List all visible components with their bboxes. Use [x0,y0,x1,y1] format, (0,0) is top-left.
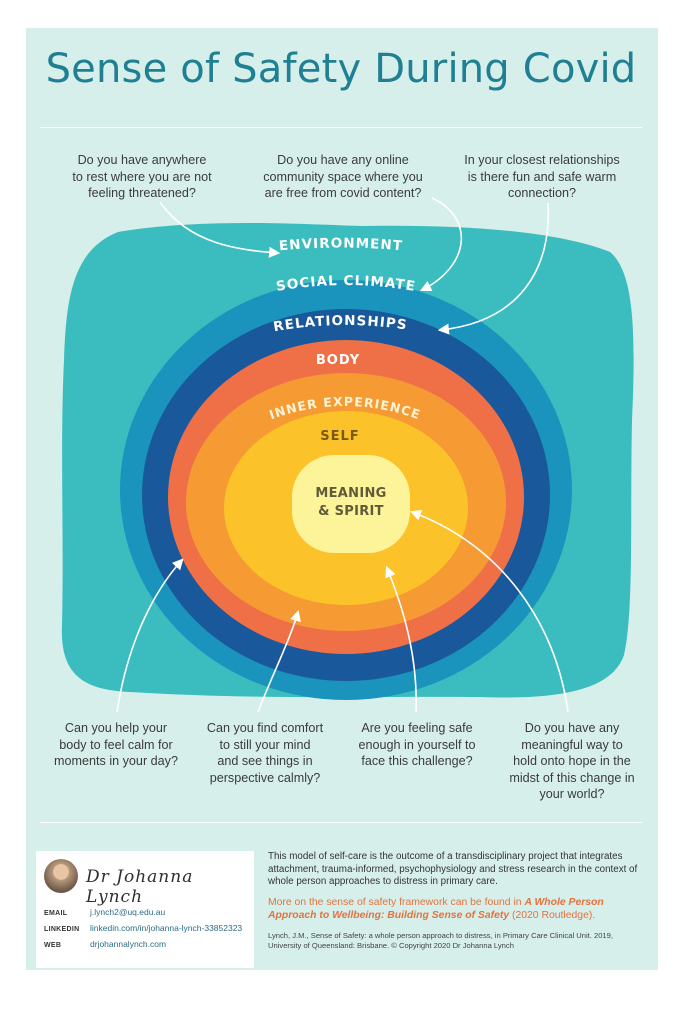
layer-meaning-spirit [292,455,410,553]
email-row: EMAIL j.lynch2@uq.edu.au [44,907,165,917]
linkedin-row: LINKEDIN linkedin.com/in/johanna-lynch-33… [44,923,242,933]
author-signature: Dr Johanna Lynch [86,867,194,907]
label-environment: ENVIRONMENT [278,235,403,254]
top-divider [40,127,642,128]
arrow-body [116,558,184,713]
label-body: BODY [316,353,360,368]
web-link[interactable]: drjohannalynch.com [90,939,167,949]
email-label: EMAIL [44,910,68,917]
label-spirit: & SPIRIT [318,504,384,519]
arrow-relationships [437,202,550,335]
page-title: Sense of Safety During Covid [45,46,637,92]
arrow-inner-experience [257,609,301,713]
arrow-environment [159,201,281,258]
more-info: More on the sense of safety framework ca… [268,897,604,921]
arrow-self [385,565,417,713]
label-meaning: MEANING [315,486,386,501]
arrow-social-climate [419,197,463,292]
author-card: Dr Johanna Lynch EMAIL j.lynch2@uq.edu.au… [36,851,254,968]
bottom-divider [40,822,642,823]
web-label: WEB [44,942,62,949]
email-link[interactable]: j.lynch2@uq.edu.au [90,907,166,917]
label-relationships: RELATIONSHIPS [272,313,408,335]
linkedin-link[interactable]: linkedin.com/in/johanna-lynch-33852323 [90,923,243,933]
model-description: This model of self-care is the outcome o… [268,851,638,888]
avatar [44,859,78,893]
book-title: A Whole Person Approach to Wellbeing: Bu… [268,897,604,921]
web-row: WEB drjohannalynch.com [44,939,166,949]
citation: Lynch, J.M., Sense of Safety: a whole pe… [268,931,613,950]
label-social-climate: SOCIAL CLIMATE [275,273,417,295]
linkedin-label: LINKEDIN [44,926,80,933]
arrow-meaning [409,509,569,713]
label-self: SELF [320,429,359,444]
